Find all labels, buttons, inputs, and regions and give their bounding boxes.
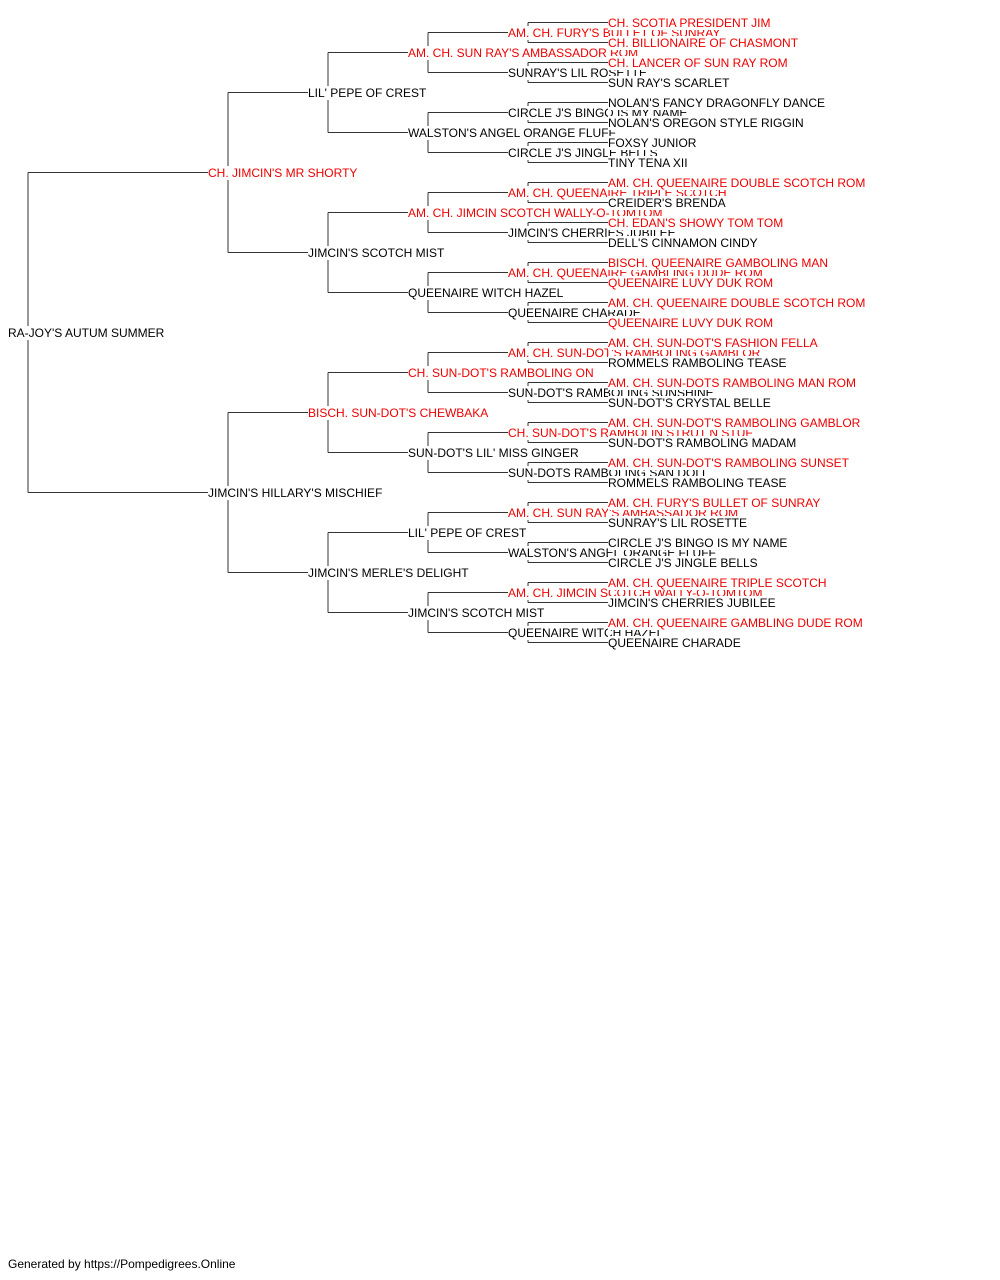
subject-name: RA-JOY'S AUTUM SUMMER (8, 326, 167, 340)
ancestor-name: NOLAN'S FANCY DRAGONFLY DANCE (608, 96, 828, 110)
ancestor-name: LIL' PEPE OF CREST (308, 86, 429, 100)
dam-name: JIMCIN'S HILLARY'S MISCHIEF (208, 486, 385, 500)
ancestor-name: QUEENAIRE LUVY DUK ROM (608, 276, 776, 290)
ancestor-name: FOXSY JUNIOR (608, 136, 699, 150)
ancestor-name: QUEENAIRE CHARADE (608, 636, 743, 650)
ancestor-name: CH. LANCER OF SUN RAY ROM (608, 56, 790, 70)
ancestor-name: ROMMELS RAMBOLING TEASE (608, 476, 789, 490)
ancestor-name: CIRCLE J'S JINGLE BELLS (608, 556, 760, 570)
sire-name: CH. JIMCIN'S MR SHORTY (208, 166, 360, 180)
ancestor-name: WALSTON'S ANGEL ORANGE FLUFF (408, 126, 618, 140)
ancestor-name: NOLAN'S OREGON STYLE RIGGIN (608, 116, 806, 130)
ancestor-name: JIMCIN'S SCOTCH MIST (408, 606, 547, 620)
ancestor-name: AM. CH. QUEENAIRE TRIPLE SCOTCH (608, 576, 829, 590)
ancestor-name: TINY TENA XII (608, 156, 690, 170)
ancestor-name: DELL'S CINNAMON CINDY (608, 236, 760, 250)
ancestor-name: SUN-DOT'S CRYSTAL BELLE (608, 396, 773, 410)
ancestor-name: LIL' PEPE OF CREST (408, 526, 529, 540)
ancestor-name: CH. BILLIONAIRE OF CHASMONT (608, 36, 801, 50)
ancestor-name: AM. CH. SUN RAY'S AMBASSADOR ROM (408, 46, 641, 60)
ancestor-name: AM. CH. SUN-DOTS RAMBOLING MAN ROM (608, 376, 859, 390)
ancestor-name: AM. CH. JIMCIN SCOTCH WALLY-O-TOMTOM (408, 206, 665, 220)
ancestor-name: ROMMELS RAMBOLING TEASE (608, 356, 789, 370)
ancestor-name: SUN-DOT'S LIL' MISS GINGER (408, 446, 581, 460)
ancestor-name: CH. EDAN'S SHOWY TOM TOM (608, 216, 786, 230)
ancestor-name: JIMCIN'S SCOTCH MIST (308, 246, 447, 260)
ancestor-name: CH. SUN-DOT'S RAMBOLING ON (408, 366, 596, 380)
ancestor-name: AM. CH. QUEENAIRE DOUBLE SCOTCH ROM (608, 176, 868, 190)
ancestor-name: CH. SCOTIA PRESIDENT JIM (608, 16, 773, 30)
ancestor-name: AM. CH. SUN-DOT'S FASHION FELLA (608, 336, 820, 350)
ancestor-name: SUNRAY'S LIL ROSETTE (608, 516, 749, 530)
ancestor-name: AM. CH. QUEENAIRE GAMBLING DUDE ROM (608, 616, 865, 630)
ancestor-name: AM. CH. QUEENAIRE DOUBLE SCOTCH ROM (608, 296, 868, 310)
ancestor-name: CREIDER'S BRENDA (608, 196, 728, 210)
ancestor-name: JIMCIN'S MERLE'S DELIGHT (308, 566, 471, 580)
generated-by-footer: Generated by https://Pompedigrees.Online (8, 1257, 236, 1271)
ancestor-name: QUEENAIRE LUVY DUK ROM (608, 316, 776, 330)
ancestor-name: AM. CH. FURY'S BULLET OF SUNRAY (608, 496, 823, 510)
ancestor-name: QUEENAIRE WITCH HAZEL (408, 286, 566, 300)
ancestor-name: JIMCIN'S CHERRIES JUBILEE (608, 596, 778, 610)
ancestor-name: BISCH. SUN-DOT'S CHEWBAKA (308, 406, 491, 420)
ancestor-name: CIRCLE J'S BINGO IS MY NAME (608, 536, 790, 550)
ancestor-name: AM. CH. SUN-DOT'S RAMBOLING SUNSET (608, 456, 851, 470)
ancestor-name: BISCH. QUEENAIRE GAMBOLING MAN (608, 256, 831, 270)
ancestor-name: SUN-DOT'S RAMBOLING MADAM (608, 436, 799, 450)
ancestor-name: AM. CH. SUN-DOT'S RAMBOLING GAMBLOR (608, 416, 863, 430)
ancestor-name: SUN RAY'S SCARLET (608, 76, 732, 90)
